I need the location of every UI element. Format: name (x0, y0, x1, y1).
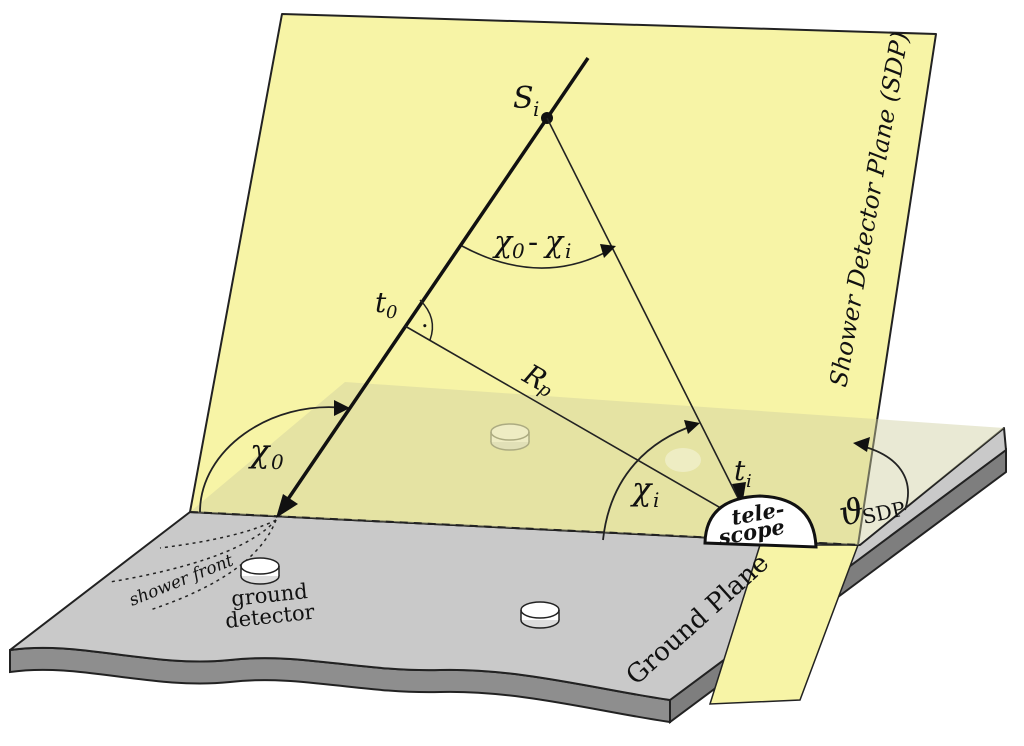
theta-sdp-arrowhead (853, 437, 870, 452)
theta-sdp-arc (857, 444, 909, 511)
label-chii: χ i (630, 470, 659, 512)
svg-text:χ: χ (248, 432, 271, 470)
shower-front-arc-1 (109, 519, 277, 583)
svg-text:S: S (513, 81, 534, 116)
chi0-arrowhead (334, 400, 350, 416)
sdp-lower-flap (708, 544, 860, 705)
svg-text:χ: χ (543, 225, 565, 260)
ground-detector-left (240, 557, 280, 585)
right-angle-arc (419, 299, 434, 341)
svg-text:i: i (533, 97, 539, 121)
label-t0: t 0 (375, 286, 397, 323)
label-ti: t i (734, 454, 752, 492)
angle-difference-arrowhead (600, 244, 616, 258)
label-ground-detector: ground detector (224, 579, 317, 633)
label-angle-difference: χ 0 - χ i (492, 225, 571, 263)
chii-arc (602, 424, 696, 541)
light-ray-si-to-telescope (546, 117, 739, 499)
svg-text:-: - (528, 225, 538, 260)
svg-text:t: t (734, 454, 746, 487)
svg-text:χ: χ (492, 225, 514, 260)
right-angle-dot: . (421, 305, 429, 333)
shower-front-arc-3 (159, 519, 277, 549)
svg-text:t: t (375, 286, 387, 319)
svg-text:i: i (653, 488, 659, 512)
svg-text:0: 0 (512, 239, 525, 263)
angle-difference-arc (461, 245, 611, 269)
shower-front-arc-2 (149, 519, 277, 611)
svg-text:i: i (565, 239, 571, 263)
shower-axis-arrowhead (276, 494, 298, 518)
chii-arrowhead (684, 420, 700, 434)
ground-detector-behind (490, 423, 530, 451)
ground-detector-middle (520, 601, 560, 629)
label-si: S i (513, 81, 539, 121)
svg-text:χ: χ (630, 470, 653, 508)
shower-axis (280, 57, 590, 509)
ground-plane-behind-sdp (190, 382, 1004, 545)
telescope-behind-ghost (665, 448, 701, 472)
shower-detector-plane (189, 13, 937, 546)
svg-text:0: 0 (271, 450, 284, 474)
telescope-dome (703, 494, 818, 549)
chi0-arc (199, 406, 346, 513)
label-chi0: χ 0 (248, 432, 284, 474)
svg-text:i: i (746, 471, 752, 492)
svg-text:0: 0 (386, 302, 397, 323)
rp-line (404, 325, 746, 523)
